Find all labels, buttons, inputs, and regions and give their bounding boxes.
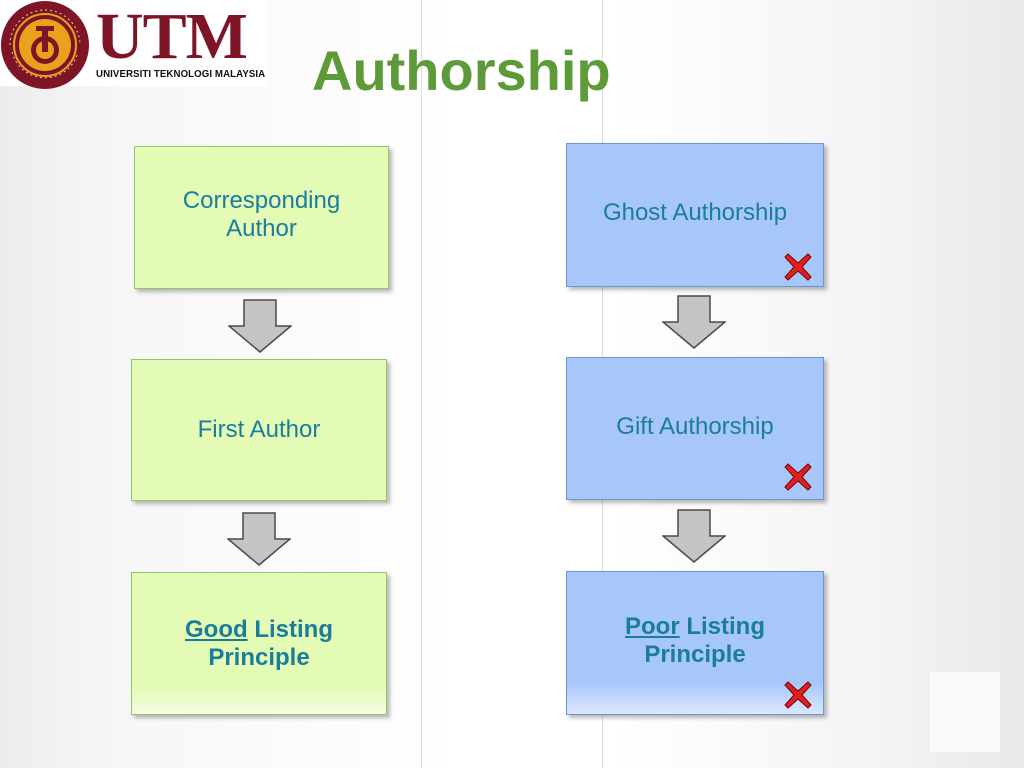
slide-title: Authorship — [312, 39, 611, 102]
utm-seal-icon — [1, 1, 89, 89]
logo-wordmark: UTM — [96, 0, 248, 73]
poor-word: Poor — [625, 613, 680, 640]
gift-authorship-box: Gift Authorship — [566, 357, 824, 500]
good-listing-principle-label: Good Listing Principle — [169, 616, 349, 672]
poor-listing-principle-box: Poor Listing Principle — [566, 571, 824, 715]
down-arrow-icon — [662, 509, 726, 563]
ghost-authorship-box: Ghost Authorship — [566, 143, 824, 287]
listing-principle-text: Listing Principle — [208, 615, 333, 671]
down-arrow-icon — [662, 295, 726, 349]
background-divider-line — [421, 0, 422, 768]
down-arrow-icon — [227, 512, 291, 566]
down-arrow-icon — [228, 299, 292, 353]
listing-principle-text: Listing Principle — [644, 613, 765, 668]
corresponding-author-label: Corresponding Author — [182, 187, 341, 242]
poor-listing-principle-label: Poor Listing Principle — [605, 613, 785, 669]
utm-logo: UTM UNIVERSITI TEKNOLOGI MALAYSIA — [0, 0, 268, 89]
good-listing-principle-box: Good Listing Principle — [131, 572, 387, 715]
first-author-box: First Author — [131, 359, 387, 501]
logo-subtitle: UNIVERSITI TEKNOLOGI MALAYSIA — [96, 68, 266, 80]
decorative-corner-panel — [930, 672, 1000, 752]
corresponding-author-box: Corresponding Author — [134, 146, 389, 289]
ghost-authorship-label: Ghost Authorship — [602, 199, 788, 226]
first-author-label: First Author — [197, 416, 321, 443]
red-x-icon — [784, 253, 812, 281]
gift-authorship-label: Gift Authorship — [616, 412, 774, 440]
good-word: Good — [185, 615, 248, 643]
red-x-icon — [784, 681, 812, 709]
red-x-icon — [784, 463, 812, 491]
